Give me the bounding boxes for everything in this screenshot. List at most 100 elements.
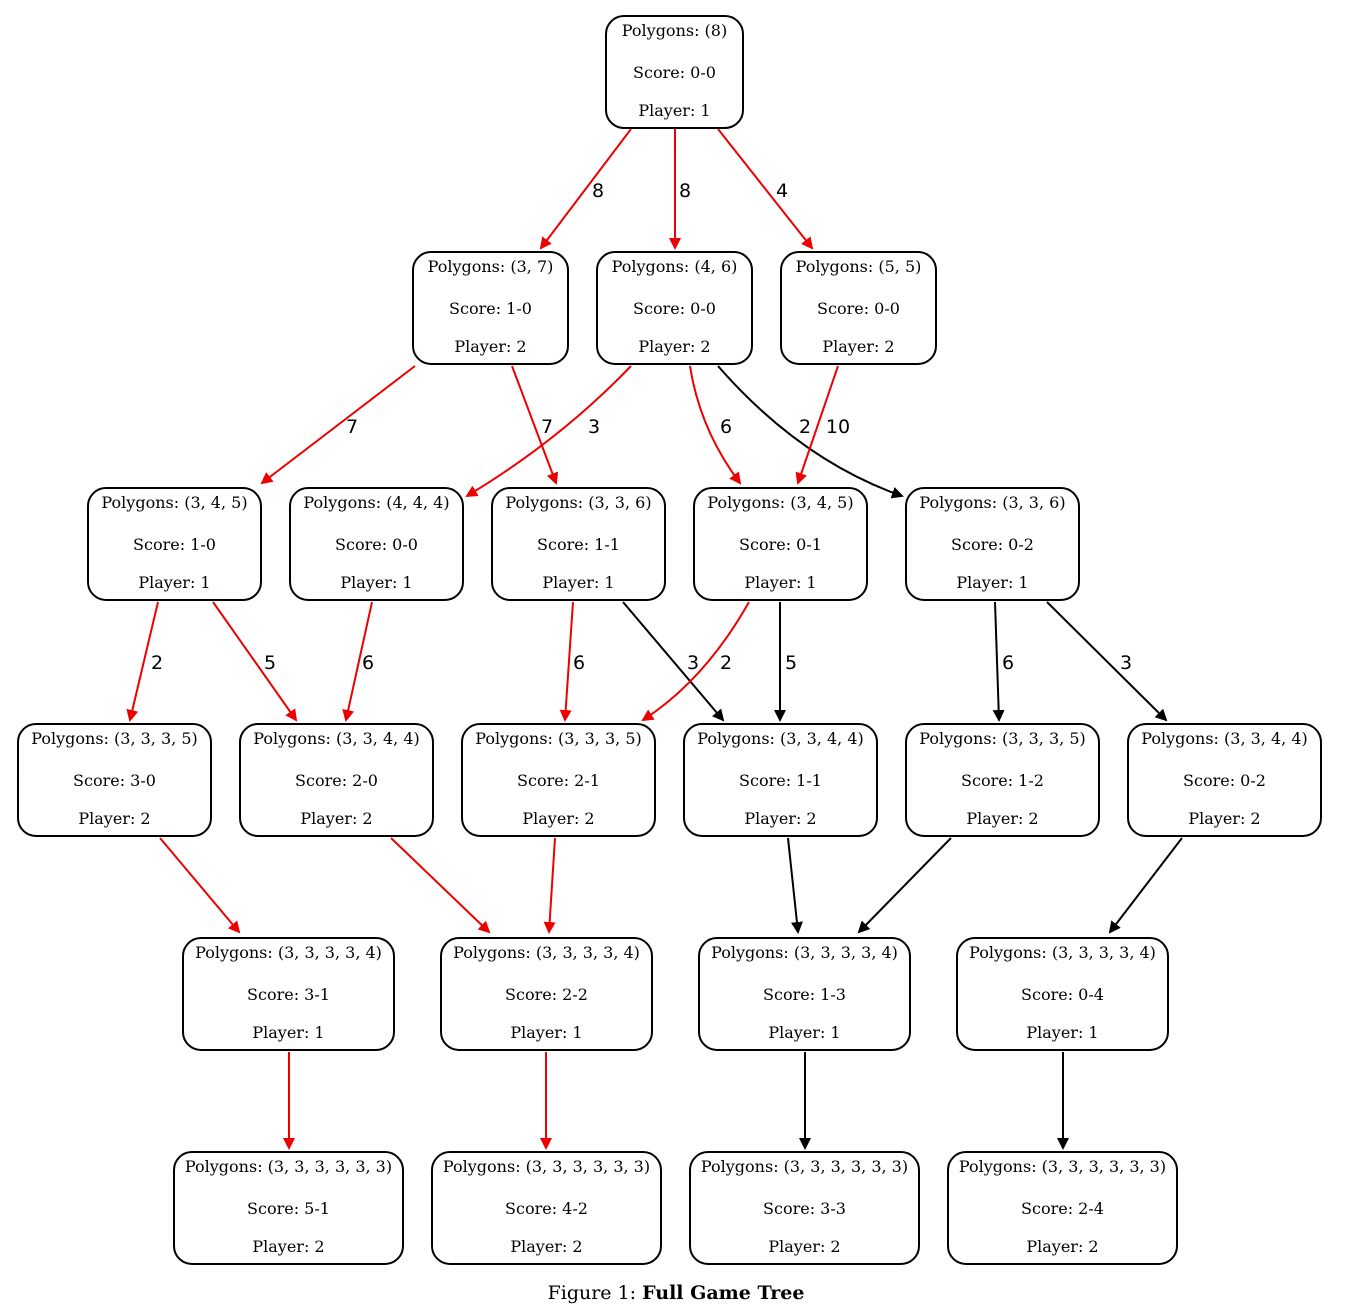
edges-layer xyxy=(126,128,1183,1150)
node-polygons-text: Polygons: (3, 4, 5) xyxy=(707,493,853,512)
tree-node-n19: Polygons: (3, 3, 3, 3, 3, 3)Score: 5-1Pl… xyxy=(173,1151,404,1265)
node-score-text: Score: 1-1 xyxy=(739,771,822,790)
edge-n7-n11 xyxy=(641,601,750,722)
tree-node-n17: Polygons: (3, 3, 3, 3, 4)Score: 1-3Playe… xyxy=(698,937,911,1051)
node-box xyxy=(440,937,653,1051)
node-polygons-text: Polygons: (3, 7) xyxy=(428,257,554,276)
node-polygons-text: Polygons: (3, 3, 4, 4) xyxy=(697,729,864,748)
edge-n1-n4 xyxy=(260,365,416,485)
node-polygons-text: Polygons: (3, 3, 6) xyxy=(919,493,1065,512)
node-score-text: Score: 0-2 xyxy=(951,535,1034,554)
node-player-text: Player: 2 xyxy=(300,809,372,828)
edge-label-n6-n12: 3 xyxy=(687,652,699,674)
node-box xyxy=(431,1151,662,1265)
edge-n3-n7 xyxy=(795,365,839,485)
node-box xyxy=(173,1151,404,1265)
edge-label-n0-n3: 4 xyxy=(776,180,788,202)
edge-label-n7-n12: 5 xyxy=(785,652,797,674)
node-box xyxy=(693,487,868,601)
node-polygons-text: Polygons: (3, 3, 6) xyxy=(505,493,651,512)
node-score-text: Score: 1-0 xyxy=(133,535,216,554)
edge-n8-n13 xyxy=(992,601,1005,722)
node-polygons-text: Polygons: (8) xyxy=(622,21,727,40)
node-player-text: Player: 1 xyxy=(340,573,412,592)
edge-label-n4-n9: 2 xyxy=(151,652,163,674)
tree-node-n18: Polygons: (3, 3, 3, 3, 4)Score: 0-4Playe… xyxy=(956,937,1169,1051)
tree-node-n22: Polygons: (3, 3, 3, 3, 3, 3) Score: 2-4Pl… xyxy=(947,1151,1178,1265)
node-box xyxy=(1127,723,1322,837)
edge-label-n0-n2: 8 xyxy=(679,180,691,202)
edge-n13-n17 xyxy=(857,837,952,934)
node-score-text: Score: 0-0 xyxy=(633,63,716,82)
node-player-text: Player: 1 xyxy=(956,573,1028,592)
edge-n4-n9 xyxy=(126,601,159,722)
edge-label-n2-n8: 2 xyxy=(799,416,811,438)
node-polygons-text: Polygons: (4, 4, 4) xyxy=(303,493,449,512)
node-box xyxy=(905,723,1100,837)
node-player-text: Player: 2 xyxy=(522,809,594,828)
edge-label-n2-n5: 3 xyxy=(588,416,600,438)
edge-n0-n1 xyxy=(539,128,632,250)
edge-label-n1-n4: 7 xyxy=(346,416,358,438)
node-score-text: Score: 2-4 xyxy=(1021,1199,1104,1218)
node-score-text: Score: 1-3 xyxy=(763,985,846,1004)
node-player-text: Player: 2 xyxy=(510,1237,582,1256)
node-box xyxy=(596,251,753,365)
node-polygons-text: Polygons: (3, 3, 3, 3, 4) xyxy=(453,943,640,962)
edge-label-n0-n1: 8 xyxy=(592,180,604,202)
edge-n6-n11 xyxy=(559,601,574,722)
node-box xyxy=(491,487,666,601)
edge-n10-n16 xyxy=(390,837,491,934)
node-box xyxy=(289,487,464,601)
node-polygons-text: Polygons: (5, 5) xyxy=(796,257,922,276)
node-box xyxy=(605,15,744,129)
node-player-text: Player: 2 xyxy=(768,1237,840,1256)
node-player-text: Player: 2 xyxy=(252,1237,324,1256)
caption-title: Full Game Tree xyxy=(642,1282,805,1304)
node-player-text: Player: 2 xyxy=(1026,1237,1098,1256)
tree-node-n11: Polygons: (3, 3, 3, 5)Score: 2-1Player: … xyxy=(461,723,656,837)
node-player-text: Player: 2 xyxy=(822,337,894,356)
node-player-text: Player: 2 xyxy=(966,809,1038,828)
node-score-text: Score: 1-2 xyxy=(961,771,1044,790)
node-polygons-text: Polygons: (3, 3, 3, 5) xyxy=(31,729,198,748)
edge-n8-n14 xyxy=(1046,601,1168,722)
node-polygons-text: Polygons: (3, 3, 3, 3, 3, 3) xyxy=(959,1157,1166,1176)
node-box xyxy=(905,487,1080,601)
node-score-text: Score: 5-1 xyxy=(247,1199,330,1218)
edge-n5-n10 xyxy=(342,601,373,722)
node-box xyxy=(947,1151,1178,1265)
edge-n9-n15 xyxy=(159,837,241,934)
node-score-text: Score: 3-3 xyxy=(763,1199,846,1218)
figure-caption: Figure 1: Full Game Tree xyxy=(0,1282,1352,1304)
edge-n1-n6 xyxy=(511,365,559,485)
edge-n6-n12 xyxy=(622,601,725,722)
node-score-text: Score: 2-2 xyxy=(505,985,588,1004)
edge-n2-n7 xyxy=(689,365,742,485)
node-score-text: Score: 0-4 xyxy=(1021,985,1104,1004)
node-box xyxy=(239,723,434,837)
edge-n11-n16 xyxy=(543,837,556,934)
edge-n2-n5 xyxy=(465,365,632,498)
edge-label-n6-n11: 6 xyxy=(573,652,585,674)
node-score-text: Score: 1-1 xyxy=(537,535,620,554)
node-box xyxy=(956,937,1169,1051)
tree-node-n14: Polygons: (3, 3, 4, 4)Score: 0-2Player: … xyxy=(1127,723,1322,837)
node-polygons-text: Polygons: (3, 3, 4, 4) xyxy=(1141,729,1308,748)
node-box xyxy=(87,487,262,601)
node-player-text: Player: 1 xyxy=(542,573,614,592)
node-player-text: Player: 1 xyxy=(768,1023,840,1042)
node-player-text: Player: 2 xyxy=(78,809,150,828)
node-box xyxy=(461,723,656,837)
node-polygons-text: Polygons: (3, 4, 5) xyxy=(101,493,247,512)
node-box xyxy=(689,1151,920,1265)
node-player-text: Player: 2 xyxy=(638,337,710,356)
node-polygons-text: Polygons: (3, 3, 3, 3, 3, 3) xyxy=(443,1157,650,1176)
